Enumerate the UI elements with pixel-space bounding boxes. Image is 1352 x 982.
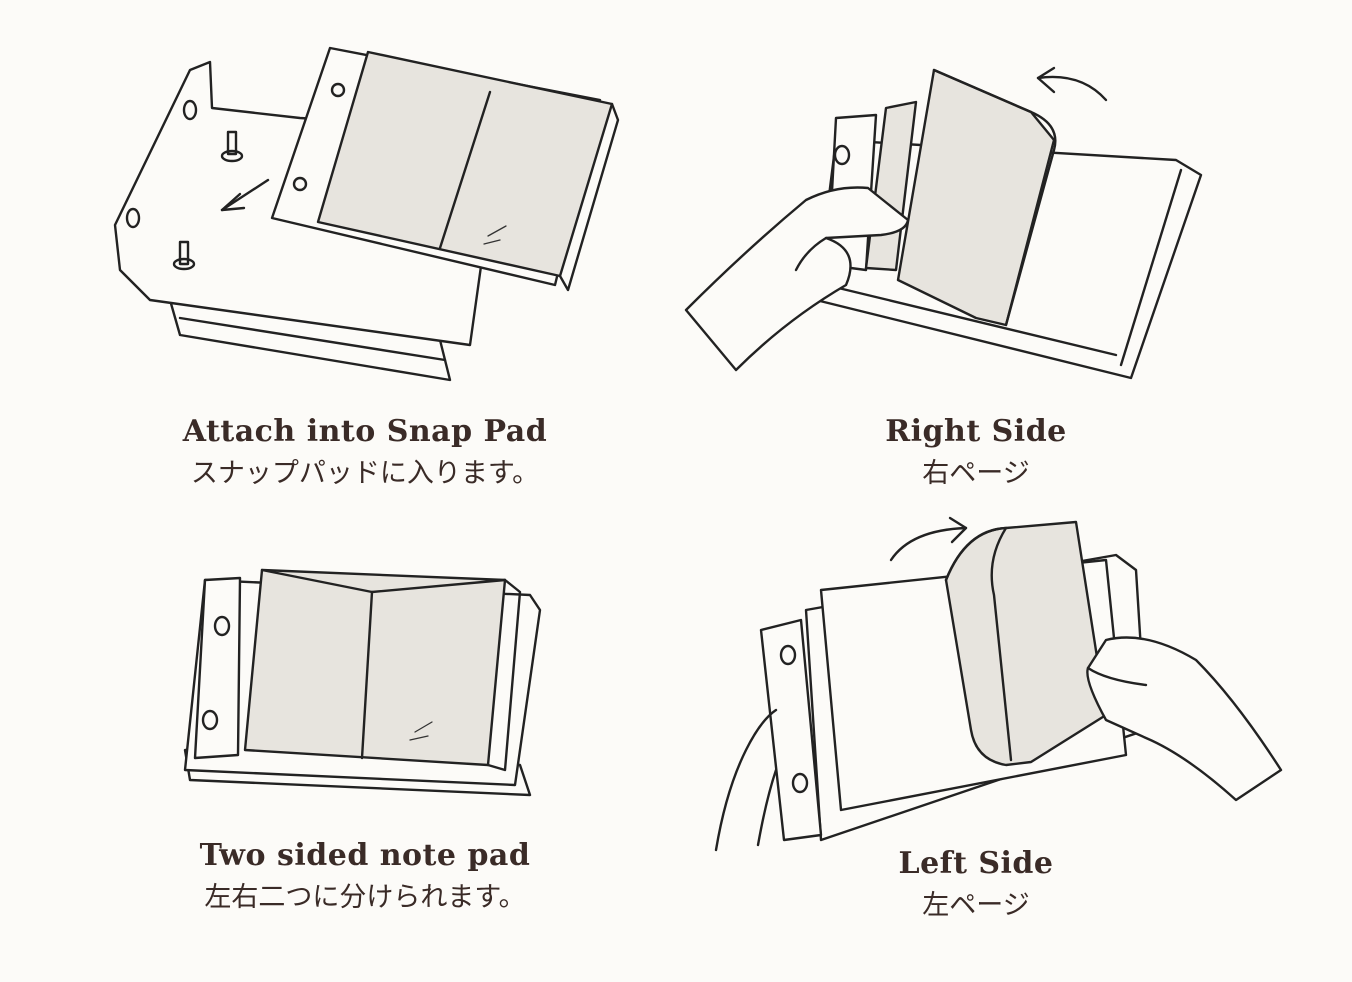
snap-post-icon <box>172 240 196 271</box>
arrow-curved-right-icon <box>889 516 968 562</box>
hand-icon <box>684 186 910 372</box>
panel-right-side: Right Side 右ページ <box>676 0 1352 500</box>
panel-attach: Attach into Snap Pad スナップパッドに入ります。 <box>0 0 676 500</box>
caption-left-side: Left Side 左ページ <box>776 844 1176 928</box>
caption-ja: 左ページ <box>922 890 1030 921</box>
illustration-left-side <box>714 516 1283 852</box>
hand-icon <box>714 708 778 852</box>
caption-attach: Attach into Snap Pad スナップパッドに入ります。 <box>150 412 580 496</box>
panel-two-sided: Two sided note pad 左右二つに分けられます。 <box>0 500 676 982</box>
illustration-right-side <box>684 66 1203 380</box>
caption-two-sided: Two sided note pad 左右二つに分けられます。 <box>150 836 580 920</box>
arrow-curved-left-icon <box>1036 66 1108 102</box>
illustration-two-sided <box>183 568 542 797</box>
caption-en: Two sided note pad <box>199 838 531 873</box>
snap-post-icon <box>220 130 244 163</box>
caption-en: Attach into Snap Pad <box>182 414 548 449</box>
caption-ja: スナップパッドに入ります。 <box>190 458 540 489</box>
panel-left-side: Left Side 左ページ <box>676 500 1352 982</box>
hand-icon <box>1086 636 1283 802</box>
arrow-down-left-icon <box>220 178 270 212</box>
caption-en: Left Side <box>898 846 1054 881</box>
illustration-attach <box>113 46 620 382</box>
caption-en: Right Side <box>885 414 1067 449</box>
caption-right-side: Right Side 右ページ <box>776 412 1176 496</box>
caption-ja: 右ページ <box>922 458 1030 489</box>
caption-ja: 左右二つに分けられます。 <box>204 882 526 913</box>
